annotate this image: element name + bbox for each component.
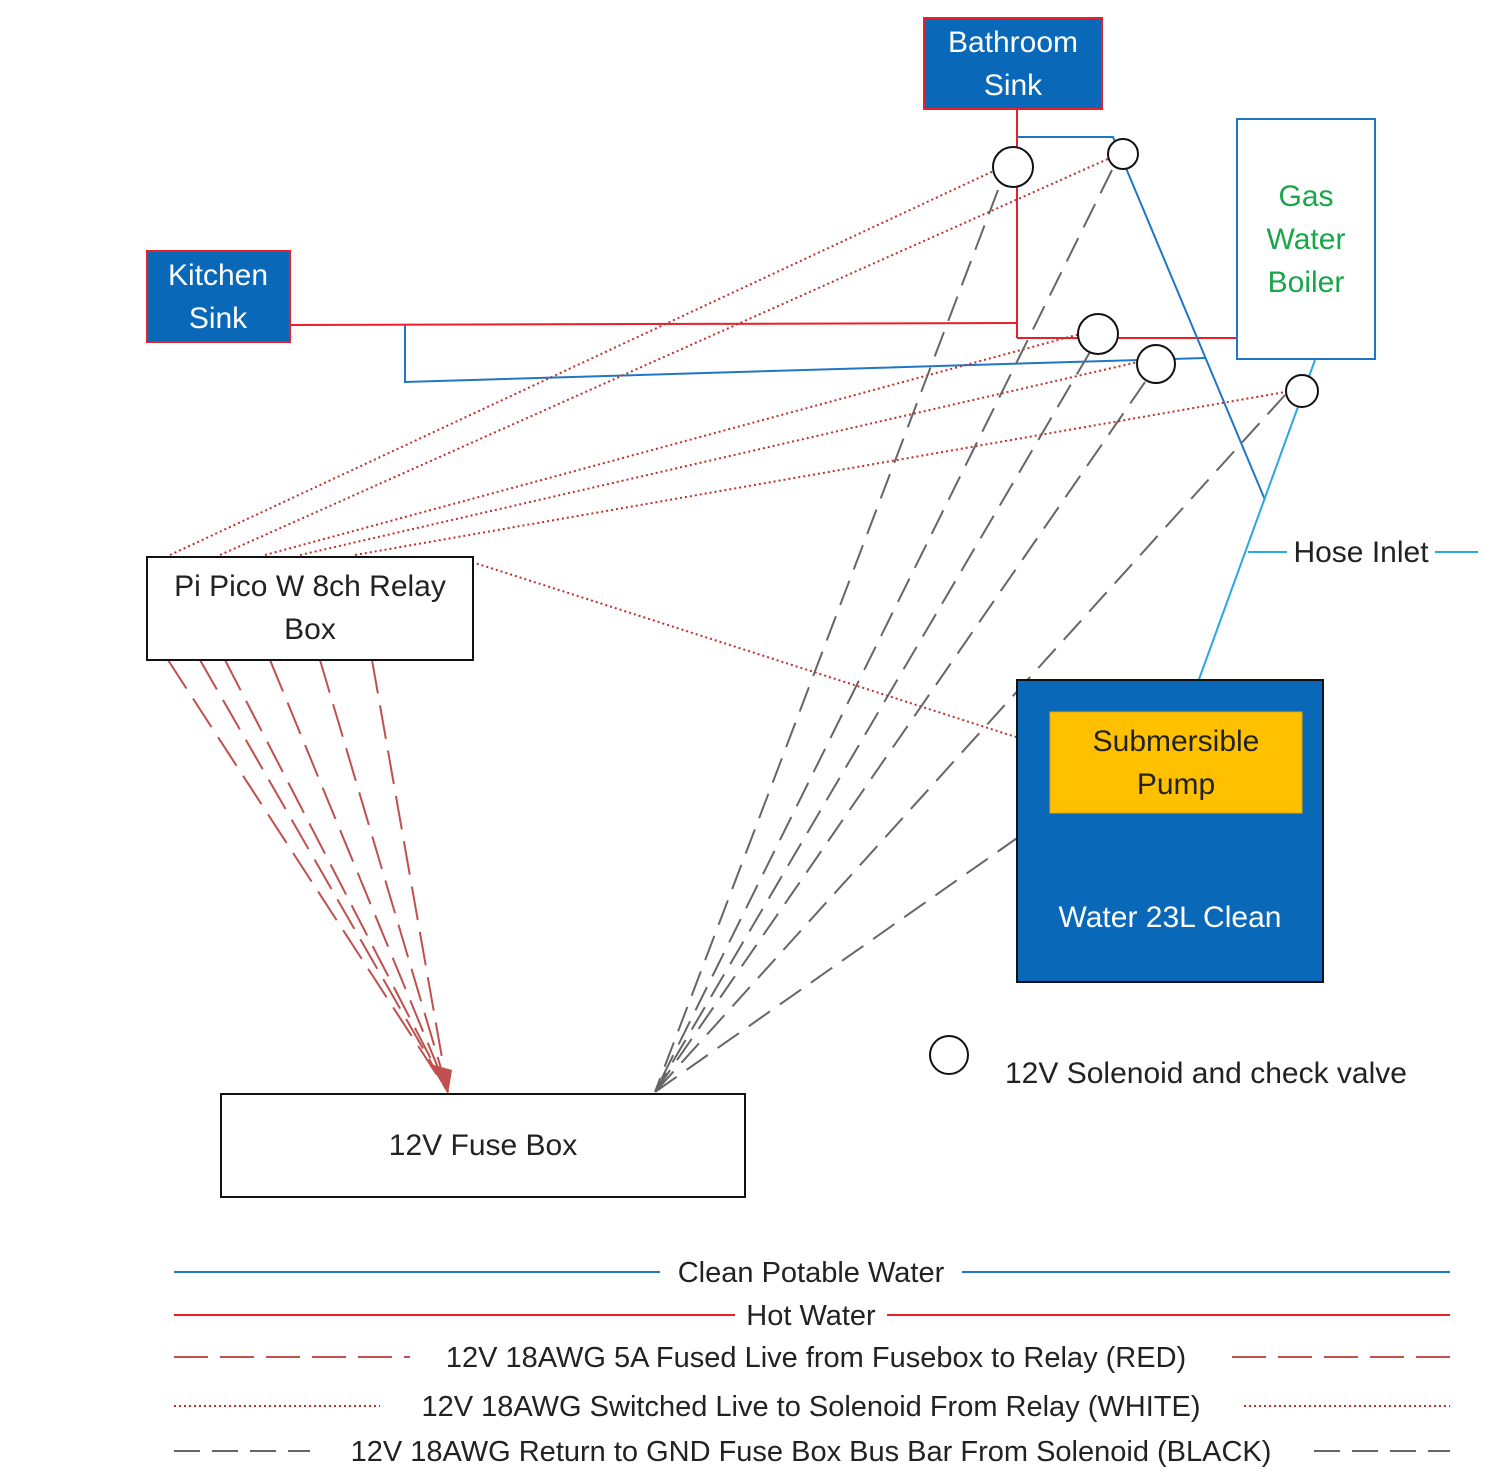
submersible-pump: Submersible Pump bbox=[1049, 711, 1303, 814]
return-wire-4 bbox=[654, 381, 1146, 1093]
pump-label-2: Pump bbox=[1137, 768, 1215, 801]
legend-label-switched-live: 12V 18AWG Switched Live to Solenoid From… bbox=[422, 1391, 1201, 1423]
fused-wire-5 bbox=[319, 659, 449, 1093]
kitchen-sink-label-2: Sink bbox=[189, 302, 248, 335]
relay-box-label-1: Pi Pico W 8ch Relay bbox=[174, 570, 446, 603]
switched-wire-3 bbox=[264, 333, 1081, 556]
legend: Clean Potable Water Hot Water 12V 18AWG … bbox=[174, 1254, 1450, 1469]
valve-kitchen-cold bbox=[1136, 344, 1176, 384]
return-wire-3 bbox=[654, 351, 1091, 1093]
bathroom-sink-label-1: Bathroom bbox=[948, 26, 1078, 59]
switched-live-wires bbox=[169, 157, 1286, 749]
legend-label-fused-live: 12V 18AWG 5A Fused Live from Fusebox to … bbox=[446, 1342, 1186, 1374]
fused-wire-2 bbox=[199, 659, 449, 1093]
valve-hose-inlet bbox=[1285, 374, 1319, 408]
bathroom-sink: Bathroom Sink bbox=[923, 17, 1103, 110]
hot-water-pipes bbox=[289, 108, 1245, 339]
valve-key: 12V Solenoid and check valve bbox=[929, 1035, 1407, 1090]
return-wire-2 bbox=[654, 169, 1113, 1093]
hose-pipe-boiler-to-pump bbox=[1197, 359, 1316, 683]
fused-wire-3 bbox=[224, 659, 449, 1093]
clean-pipe-bathroom bbox=[1017, 136, 1266, 501]
legend-label-clean-water: Clean Potable Water bbox=[678, 1257, 945, 1289]
fused-wires-arrowhead bbox=[430, 1064, 452, 1094]
hot-pipe-kitchen-to-riser bbox=[289, 322, 1018, 326]
switched-wire-5 bbox=[354, 391, 1286, 556]
fused-wire-1 bbox=[167, 659, 449, 1093]
valve-key-label: 12V Solenoid and check valve bbox=[1005, 1057, 1407, 1090]
boiler-label-2: Water bbox=[1267, 223, 1346, 256]
hose-inlet-pipes bbox=[1197, 359, 1478, 683]
clean-water-pipes bbox=[404, 136, 1266, 501]
relay-box: Pi Pico W 8ch Relay Box bbox=[146, 556, 474, 661]
legend-label-return-ground: 12V 18AWG Return to GND Fuse Box Bus Bar… bbox=[351, 1436, 1272, 1468]
gas-water-boiler: Gas Water Boiler bbox=[1236, 118, 1376, 360]
return-ground-wires bbox=[654, 169, 1286, 1093]
fuse-box-label: 12V Fuse Box bbox=[389, 1129, 577, 1162]
fused-wire-6 bbox=[371, 659, 449, 1093]
valve-kitchen-hot bbox=[1077, 313, 1119, 355]
switched-wire-pump bbox=[471, 561, 1051, 749]
hose-inlet-label: Hose Inlet bbox=[1293, 536, 1429, 569]
return-wire-1 bbox=[654, 189, 999, 1093]
boiler-label-3: Boiler bbox=[1268, 266, 1345, 299]
switched-wire-1 bbox=[169, 167, 1001, 556]
bathroom-sink-label-2: Sink bbox=[984, 69, 1043, 102]
switched-wire-2 bbox=[219, 157, 1111, 556]
valve-key-circle-icon bbox=[929, 1035, 969, 1075]
solenoid-valves bbox=[992, 138, 1319, 408]
legend-label-hot-water: Hot Water bbox=[746, 1300, 876, 1332]
valve-bathroom-hot bbox=[992, 146, 1034, 188]
switched-wire-4 bbox=[299, 361, 1139, 556]
valve-bathroom-cold bbox=[1107, 138, 1139, 170]
fuse-box: 12V Fuse Box bbox=[220, 1093, 746, 1198]
water-tank-label: Water 23L Clean bbox=[1059, 901, 1282, 934]
boiler-label-1: Gas bbox=[1278, 180, 1333, 213]
return-wire-5 bbox=[654, 394, 1286, 1093]
kitchen-sink: Kitchen Sink bbox=[146, 250, 291, 343]
kitchen-sink-label-1: Kitchen bbox=[168, 259, 268, 292]
fused-wire-4 bbox=[269, 659, 449, 1093]
return-wire-pump bbox=[654, 814, 1051, 1093]
clean-pipe-kitchen bbox=[404, 325, 1206, 384]
fused-live-wires bbox=[167, 659, 449, 1093]
relay-box-label-2: Box bbox=[284, 613, 336, 646]
pump-label-1: Submersible bbox=[1093, 725, 1260, 758]
